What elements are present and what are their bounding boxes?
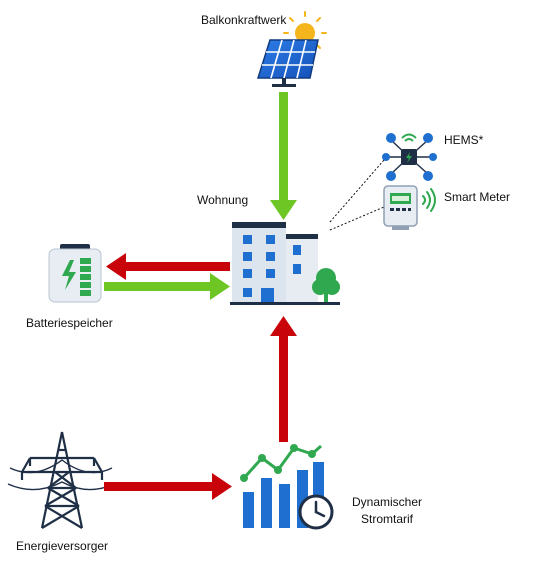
apartment-building-icon <box>230 222 340 305</box>
arrow-solar-to-wohnung <box>270 92 297 220</box>
smart-meter-icon <box>383 185 436 230</box>
arrow-wohnung-to-battery <box>106 253 230 280</box>
arrow-battery-to-wohnung <box>104 273 230 300</box>
balkonkraftwerk-label: Balkonkraftwerk <box>201 13 287 27</box>
energieversorger-label: Energieversorger <box>16 539 109 553</box>
hems-label: HEMS* <box>444 133 484 147</box>
arrow-grid-to-tariff <box>104 473 232 500</box>
dynamic-tariff-chart-icon <box>240 444 334 530</box>
smart-meter-label: Smart Meter <box>444 190 511 204</box>
battery-icon <box>48 244 102 303</box>
smart-meter-connector <box>329 206 385 231</box>
hems-hub-icon <box>382 133 437 181</box>
arrow-tariff-to-wohnung <box>270 316 297 442</box>
sun-icon <box>283 11 327 55</box>
batteriespeicher-label: Batteriespeicher <box>26 316 113 330</box>
tree-icon <box>312 268 340 304</box>
clock-icon <box>298 494 334 530</box>
stromtarif-label-line1: Dynamischer <box>351 495 423 509</box>
stromtarif-label-line2: Stromtarif <box>360 512 413 526</box>
hems-connector <box>329 159 385 223</box>
wohnung-label: Wohnung <box>197 193 249 207</box>
power-pylon-icon <box>7 431 115 529</box>
solar-panel-icon <box>256 11 327 87</box>
